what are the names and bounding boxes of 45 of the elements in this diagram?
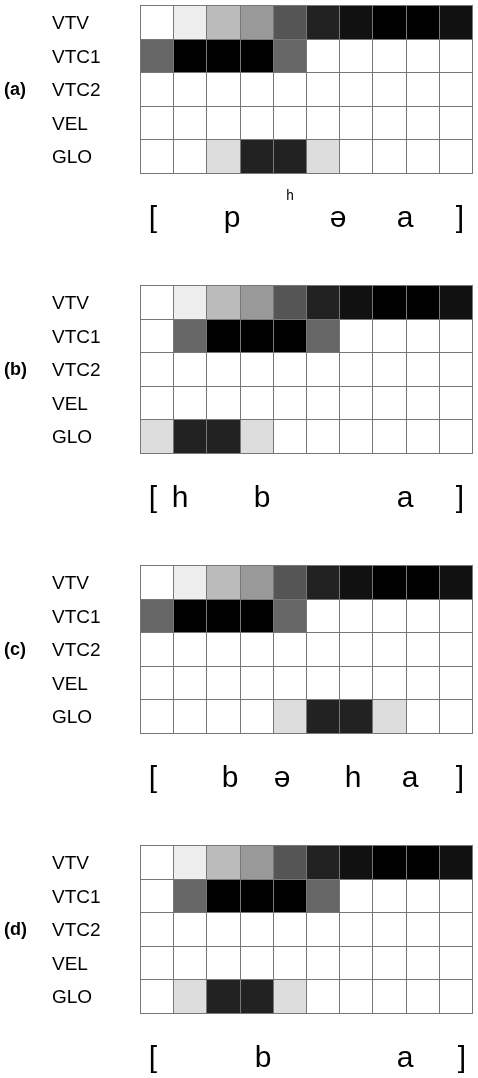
phonetic-symbol: [ — [148, 482, 158, 512]
row-label: VTC1 — [52, 606, 101, 625]
phonetic-symbol: h — [344, 762, 362, 792]
row-label: VTV — [52, 572, 89, 592]
row-label: GLO — [52, 426, 93, 446]
phonetic-symbol: ə — [329, 202, 347, 232]
row-label: VTV — [52, 292, 89, 312]
row-label: VTC1 — [52, 886, 101, 905]
phonetic-symbol: [ — [148, 1042, 158, 1072]
phonetic-symbol: ] — [455, 202, 465, 232]
phonetic-symbol: a — [396, 1042, 414, 1072]
phonetic-symbol: ʰ — [286, 188, 294, 208]
row-label: VTC2 — [52, 359, 101, 379]
phonetic-symbol: b — [253, 482, 271, 512]
phonetic-symbol: b — [221, 762, 239, 792]
row-label: GLO — [52, 986, 93, 1006]
phonetic-symbol: ] — [455, 482, 465, 512]
row-label: VTC2 — [52, 79, 101, 99]
row-label: VTC2 — [52, 639, 101, 659]
phonetic-symbol: [ — [148, 202, 158, 232]
phonetic-symbol: a — [396, 482, 414, 512]
row-label: VTV — [52, 12, 89, 32]
panel-label: (d) — [4, 920, 27, 938]
panel-label: (c) — [4, 640, 26, 658]
row-label: VEL — [52, 393, 88, 412]
row-label: VEL — [52, 953, 88, 972]
panel-label: (a) — [4, 80, 26, 98]
phonetic-symbol: p — [223, 202, 241, 232]
row-label: VTC2 — [52, 919, 101, 939]
phonetic-symbol: b — [254, 1042, 272, 1072]
row-label: GLO — [52, 706, 93, 726]
row-label: VTC1 — [52, 326, 101, 345]
phonetic-symbol: ə — [273, 762, 291, 792]
row-label: GLO — [52, 146, 93, 166]
row-label: VTV — [52, 852, 89, 872]
row-label: VEL — [52, 673, 88, 692]
phonetic-symbol: ] — [457, 1042, 467, 1072]
row-label: VTC1 — [52, 46, 101, 65]
row-label: VEL — [52, 113, 88, 132]
panel-label: (b) — [4, 360, 27, 378]
phonetic-symbol: a — [401, 762, 419, 792]
phonetic-symbol: h — [171, 482, 189, 512]
phonetic-symbol: a — [396, 202, 414, 232]
phonetic-symbol: ] — [455, 762, 465, 792]
phonetic-symbol: [ — [148, 762, 158, 792]
